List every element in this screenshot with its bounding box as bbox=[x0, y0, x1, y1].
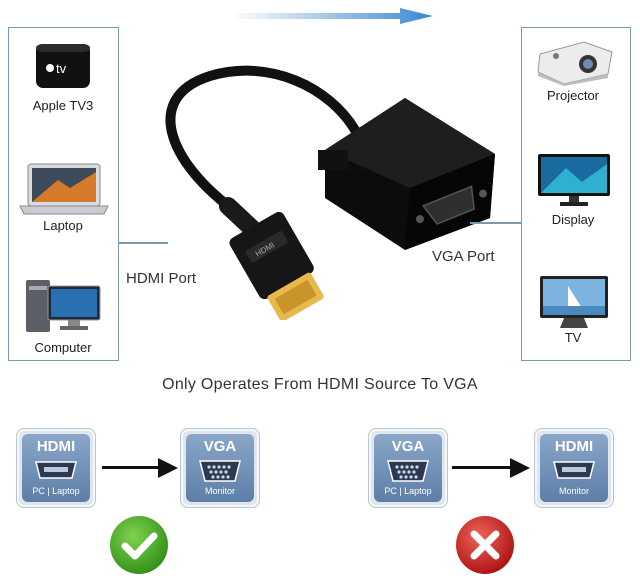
device-label-display: Display bbox=[551, 212, 595, 227]
device-label-apple-tv: Apple TV3 bbox=[32, 98, 94, 113]
direction-arrow-icon bbox=[230, 8, 433, 24]
laptop-icon bbox=[19, 163, 109, 215]
display-icon bbox=[538, 154, 610, 206]
cross-icon bbox=[456, 516, 514, 574]
device-label-projector: Projector bbox=[546, 88, 600, 103]
flow-arrow-1 bbox=[102, 466, 162, 469]
hdmi-monitor-connector: HDMI Monitor bbox=[534, 428, 614, 508]
display-devices-panel bbox=[521, 27, 631, 361]
compatibility-caption: Only Operates From HDMI Source To VGA bbox=[162, 376, 478, 393]
device-label-laptop: Laptop bbox=[43, 218, 83, 233]
apple-tv-icon: tv bbox=[36, 44, 90, 88]
vga-connector-line bbox=[470, 222, 521, 224]
hdmi-port-icon bbox=[35, 461, 77, 479]
arrow-right-icon bbox=[158, 458, 178, 478]
arrow-right-icon bbox=[510, 458, 530, 478]
flow-arrow-2 bbox=[452, 466, 514, 469]
projector-icon bbox=[537, 41, 613, 86]
vga-port-icon bbox=[199, 460, 241, 482]
tv-icon bbox=[540, 276, 608, 328]
hdmi-port-icon bbox=[553, 461, 595, 479]
device-label-computer: Computer bbox=[34, 340, 92, 355]
source-devices-panel bbox=[8, 27, 119, 361]
vga-port-label: VGA Port bbox=[432, 248, 495, 265]
hdmi-port-label: HDMI Port bbox=[126, 270, 197, 287]
vga-monitor-connector: VGA Monitor bbox=[180, 428, 260, 508]
hdmi-source-connector: HDMI PC | Laptop bbox=[16, 428, 96, 508]
hdmi-to-vga-adapter-icon: HDMI bbox=[165, 65, 495, 320]
vga-port-icon bbox=[387, 460, 429, 482]
check-icon bbox=[110, 516, 168, 574]
hdmi-connector-line bbox=[118, 242, 168, 244]
vga-source-connector: VGA PC | Laptop bbox=[368, 428, 448, 508]
device-label-tv: TV bbox=[564, 330, 582, 345]
computer-icon bbox=[26, 280, 101, 332]
svg-text:tv: tv bbox=[56, 61, 67, 76]
